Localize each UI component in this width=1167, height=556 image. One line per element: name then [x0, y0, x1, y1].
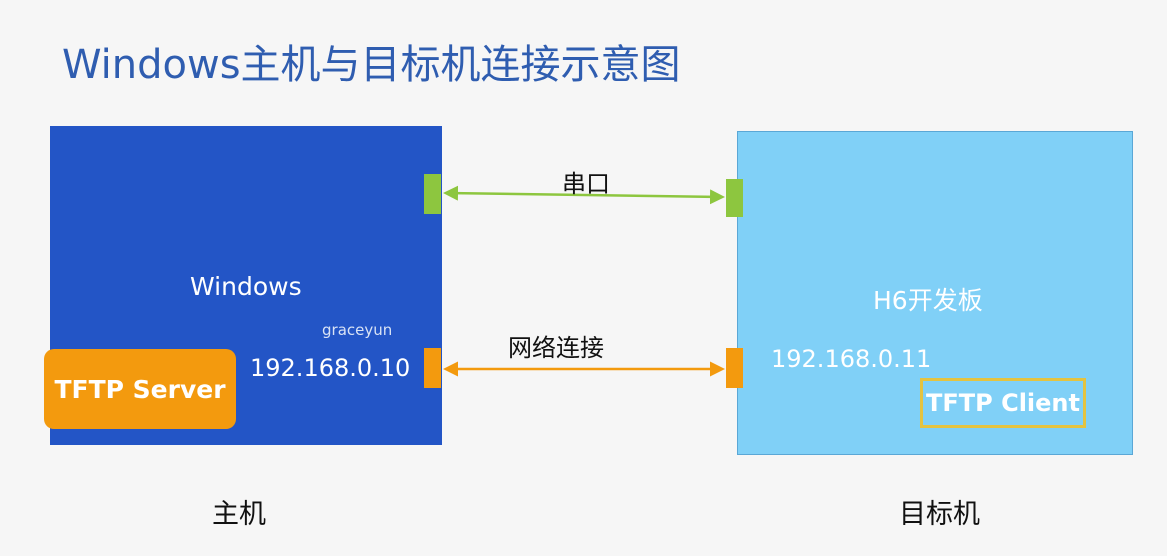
target-ip-label: 192.168.0.11	[771, 345, 932, 373]
network-link-label: 网络连接	[508, 334, 604, 362]
host-caption: 主机	[212, 499, 266, 530]
serial-link-arrow	[443, 185, 725, 205]
serial-link-label: 串口	[562, 170, 610, 198]
host-ip-label: 192.168.0.10	[250, 354, 411, 382]
diagram-title: Windows主机与目标机连接示意图	[62, 42, 681, 88]
target-board-box	[737, 131, 1133, 455]
host-network-port	[424, 348, 441, 388]
target-serial-port	[726, 179, 743, 217]
target-caption: 目标机	[899, 499, 980, 530]
target-name-label: H6开发板	[873, 286, 983, 315]
tftp-server-badge: TFTP Server	[44, 349, 236, 429]
tftp-client-badge: TFTP Client	[920, 378, 1086, 428]
target-network-port	[726, 348, 743, 388]
host-serial-port	[424, 174, 441, 214]
watermark-text: graceyun	[322, 321, 393, 339]
tftp-server-label: TFTP Server	[54, 374, 226, 404]
host-name-label: Windows	[190, 272, 302, 301]
tftp-client-label: TFTP Client	[926, 389, 1080, 417]
